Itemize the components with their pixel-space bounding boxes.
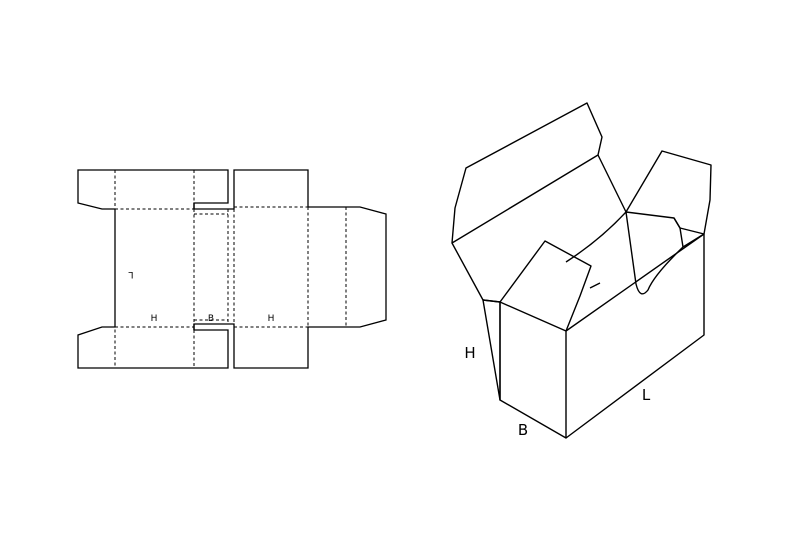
net-outline xyxy=(77,169,387,369)
net-fold-lines xyxy=(114,170,347,368)
net-label-height-1: H xyxy=(151,314,158,324)
left-dust-flap xyxy=(499,240,592,332)
side-panel xyxy=(565,233,705,439)
back-top-flap xyxy=(451,102,603,244)
box-label-length: L xyxy=(642,386,651,404)
box-label-height: H xyxy=(464,344,475,362)
box-label-breadth: B xyxy=(518,421,528,439)
right-dust-flap xyxy=(625,150,712,235)
box-net: L H B H xyxy=(77,169,387,369)
box-3d: H B L xyxy=(451,102,712,439)
net-label-length: L xyxy=(128,269,133,279)
box-back-top-edge xyxy=(451,154,627,301)
net-label-height-2: H xyxy=(268,314,275,324)
front-panel xyxy=(499,301,567,439)
inner-panel xyxy=(625,211,684,285)
left-end-panel xyxy=(482,299,501,401)
inner-cutout xyxy=(565,211,684,295)
net-label-breadth: B xyxy=(208,314,214,324)
top-rim xyxy=(482,233,705,303)
